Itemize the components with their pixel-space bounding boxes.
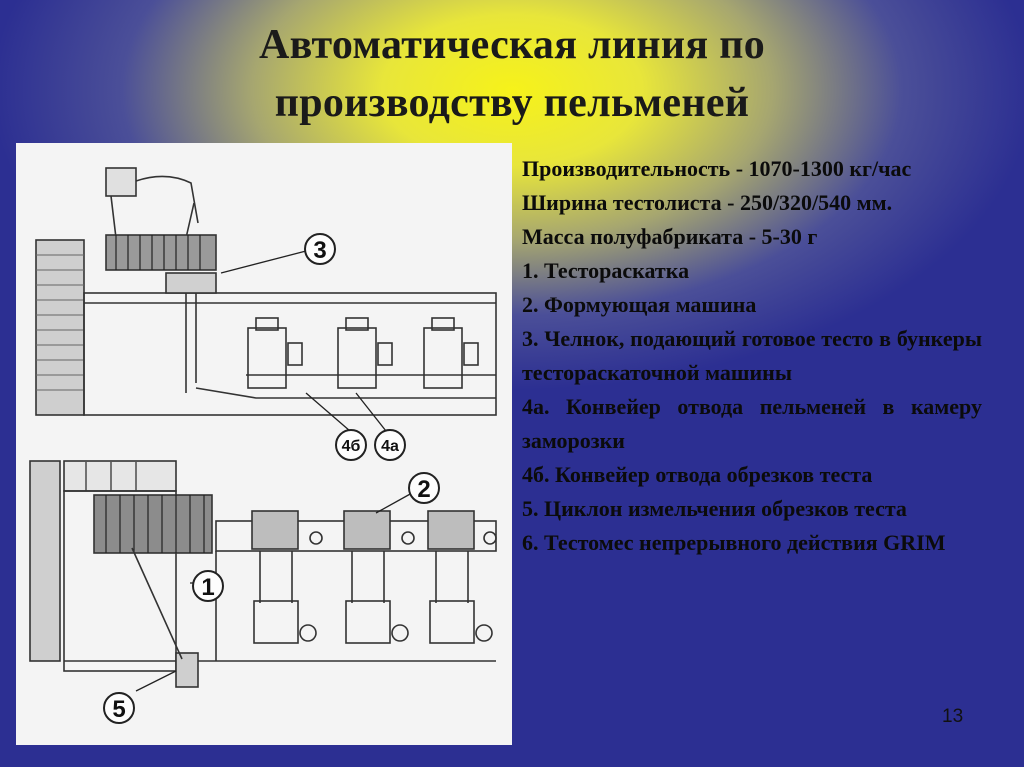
platform-top bbox=[83, 292, 497, 416]
callout-4b-label: 4б bbox=[342, 438, 361, 455]
stair-block-top bbox=[35, 239, 85, 416]
slide-title-line2: производству пельменей bbox=[274, 80, 750, 126]
legend-item-2: 2. Формующая машина bbox=[522, 292, 757, 317]
slide-title: Автоматическая линия по производству пел… bbox=[0, 16, 1024, 132]
slide-number: 13 bbox=[942, 706, 964, 727]
callout-2-label: 2 bbox=[417, 476, 430, 503]
callout-5 bbox=[103, 692, 135, 724]
callout-5-label: 5 bbox=[112, 696, 125, 723]
slide-title-line1: Автоматическая линия по bbox=[258, 22, 766, 68]
legend-item-4a: 4а. Конвейер отвода пельменей в камеру з… bbox=[522, 394, 982, 453]
callout-2 bbox=[408, 472, 440, 504]
legend-item-5: 5. Циклон измельчения обрезков теста bbox=[522, 496, 907, 521]
callout-1-label: 1 bbox=[201, 574, 214, 601]
production-line-drawing: 3 4б 4а 2 1 5 bbox=[29, 167, 497, 724]
callout-4a bbox=[374, 429, 406, 461]
forming-stations-bottom bbox=[251, 510, 497, 550]
spec-product-mass: Масса полуфабриката - 5-30 г bbox=[522, 224, 818, 249]
callout-4a-label: 4а bbox=[381, 438, 399, 455]
callout-1 bbox=[192, 570, 224, 602]
legend-item-4b: 4б. Конвейер отвода обрезков теста bbox=[522, 462, 873, 487]
callout-3 bbox=[304, 233, 336, 265]
dough-mixer bbox=[105, 234, 217, 271]
cyclone-unit bbox=[175, 652, 199, 688]
production-line-diagram: 3 4б 4а 2 1 5 bbox=[16, 143, 512, 745]
legend-item-6: 6. Тестомес непрерывного действия GRIM bbox=[522, 530, 946, 555]
stair-block-bottom bbox=[29, 460, 61, 662]
dough-sheeter bbox=[93, 494, 213, 554]
spec-sheet-width: Ширина тестолиста - 250/320/540 мм. bbox=[522, 190, 893, 215]
legend-item-3: 3. Челнок, подающий готовое тесто в бунк… bbox=[522, 326, 982, 385]
callout-3-label: 3 bbox=[313, 237, 326, 264]
legend-item-1: 1. Тестораскатка bbox=[522, 258, 690, 283]
callout-4b bbox=[335, 429, 367, 461]
spec-productivity: Производительность - 1070-1300 кг/час bbox=[522, 156, 912, 181]
specs-list: Производительность - 1070-1300 кг/час Ши… bbox=[522, 152, 982, 560]
forming-stations-top bbox=[247, 317, 479, 389]
